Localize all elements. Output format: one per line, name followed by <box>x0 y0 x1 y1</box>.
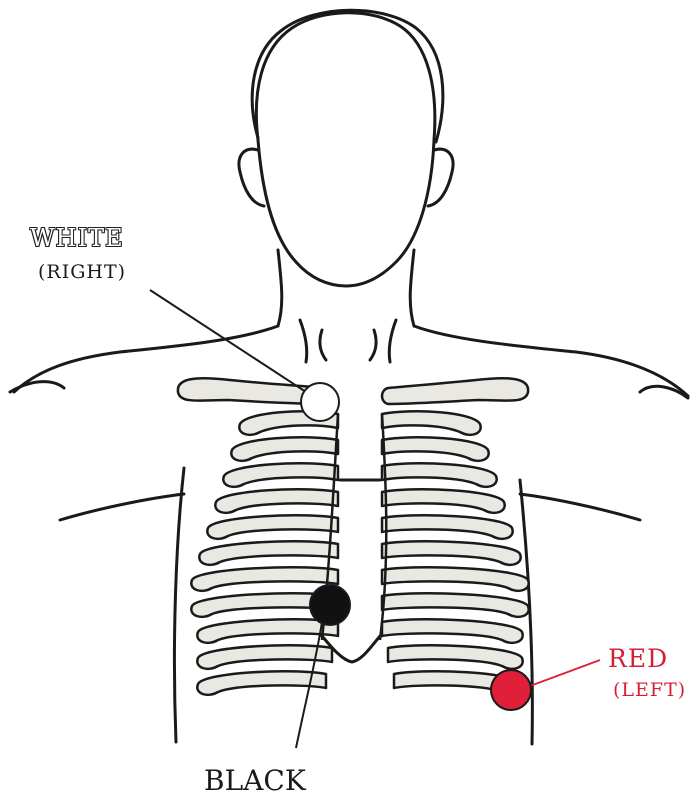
neck-fold-right <box>389 320 396 362</box>
red-sublabel: (LEFT) <box>613 681 686 700</box>
black-label: BLACK <box>204 767 306 795</box>
black-electrode <box>310 585 350 625</box>
face-outline <box>256 13 435 286</box>
rib-right-10 <box>197 645 332 669</box>
neck-left <box>278 250 282 326</box>
torso-side-left <box>174 468 184 742</box>
rib-left-2 <box>382 437 489 461</box>
rib-left-3 <box>382 463 497 487</box>
rib-left-4 <box>382 489 505 513</box>
rib-left-1 <box>382 411 481 435</box>
pec-line-left <box>60 494 184 520</box>
body-outline <box>10 10 688 744</box>
rib-right-4 <box>215 489 338 513</box>
rib-right-6 <box>199 541 338 565</box>
rib-left-7 <box>382 567 529 591</box>
neck-right <box>410 250 414 326</box>
rib-left-8 <box>382 593 529 617</box>
hair-outline <box>252 10 443 142</box>
rib-right-11 <box>197 671 326 695</box>
rib-left-5 <box>382 515 513 539</box>
white-sublabel: (RIGHT) <box>38 263 126 282</box>
red-lead-wire <box>530 660 600 686</box>
rib-right-9 <box>197 619 338 643</box>
white-electrode <box>301 383 339 421</box>
rib-left-9 <box>382 619 523 643</box>
rib-left-6 <box>382 541 521 565</box>
neck-muscle-right <box>370 330 376 360</box>
neck-fold-left <box>300 320 307 362</box>
neck-muscle-left <box>320 330 326 360</box>
rib-right-7 <box>191 567 338 591</box>
white-label: WHITE <box>30 226 124 250</box>
red-label: RED <box>608 646 668 671</box>
red-electrode <box>491 670 531 710</box>
pec-line-right <box>520 494 640 520</box>
rib-right-3 <box>223 463 338 487</box>
rib-right-2 <box>231 437 338 461</box>
rib-left-10 <box>388 645 523 669</box>
rib-right-5 <box>207 515 338 539</box>
ribcage <box>178 378 529 695</box>
clavicle-left-side <box>382 378 528 404</box>
deltoid-left <box>10 382 64 392</box>
